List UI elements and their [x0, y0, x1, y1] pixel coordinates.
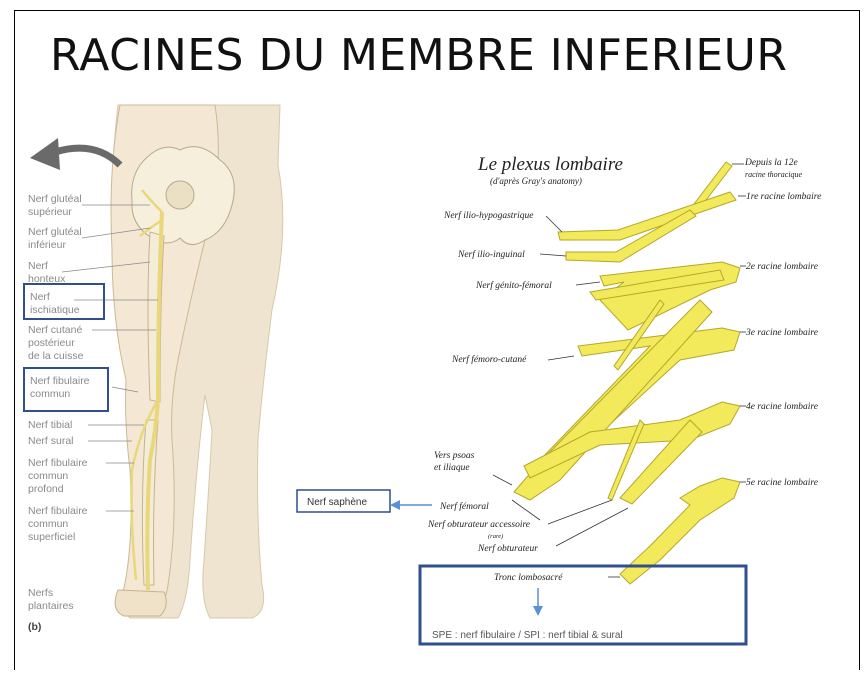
rotation-arrowhead-icon	[30, 138, 60, 170]
label-nerf-cutane-2: postérieur	[28, 337, 75, 349]
label-nerf-fibulaire-profond-2: commun	[28, 470, 68, 482]
label-root-l4: 4e racine lombaire	[746, 402, 818, 412]
label-nerf-fibulaire-superficiel-3: superficiel	[28, 531, 75, 543]
saphene-box-label: Nerf saphène	[307, 497, 367, 508]
plexus-subtitle: (d'après Gray's anatomy)	[490, 176, 582, 186]
label-obturateur: Nerf obturateur	[477, 543, 538, 554]
label-nerf-fibulaire-profond: Nerf fibulaire	[28, 457, 88, 469]
label-obturateur-accessoire: Nerf obturateur accessoire	[427, 519, 530, 530]
label-tronc-lombosacre: Tronc lombosacré	[494, 573, 563, 583]
footer-arrowhead-icon	[533, 606, 543, 616]
label-nerf-ischiatique-2: ischiatique	[30, 304, 80, 316]
panel-label: (b)	[28, 621, 41, 633]
label-nerf-fibulaire-superficiel-2: commun	[28, 518, 68, 530]
leg-illustration: Nerf glutéal supérieur Nerf glutéal infé…	[24, 105, 283, 633]
label-vers-psoas: Vers psoas	[434, 451, 475, 461]
label-femoral: Nerf fémoral	[439, 501, 489, 512]
label-nerf-fibulaire-superficiel: Nerf fibulaire	[28, 505, 88, 517]
label-nerf-gluteal-superieur: Nerf glutéal	[28, 193, 82, 205]
label-nerf-fibulaire-commun-2: commun	[30, 388, 70, 400]
label-ilio-inguinal: Nerf ilio-inguinal	[457, 249, 525, 260]
label-nerf-cutane: Nerf cutané	[28, 324, 82, 336]
label-root-l3: 3e racine lombaire	[745, 328, 818, 338]
label-nerf-fibulaire-profond-3: profond	[28, 483, 64, 495]
label-nerf-sural: Nerf sural	[28, 435, 74, 447]
label-obturateur-accessoire-note: (rare)	[488, 533, 503, 540]
label-femoro-cutane: Nerf fémoro-cutané	[451, 354, 527, 365]
label-nerf-ischiatique: Nerf	[30, 291, 50, 303]
saphene-arrowhead-icon	[390, 500, 400, 510]
label-root-l5: 5e racine lombaire	[746, 478, 818, 488]
sacrum	[166, 181, 194, 209]
label-nerf-honteux: Nerf	[28, 260, 48, 272]
label-root-t12-2: racine thoracique	[745, 170, 803, 179]
label-root-l2: 2e racine lombaire	[746, 262, 818, 272]
label-nerf-gluteal-inferieur: Nerf glutéal	[28, 226, 82, 238]
label-ilio-hypogastrique: Nerf ilio-hypogastrique	[443, 210, 533, 221]
label-root-t12: Depuis la 12e	[744, 158, 798, 168]
label-nerf-gluteal-superieur-2: supérieur	[28, 206, 72, 218]
label-genito-femoral: Nerf génito-fémoral	[475, 280, 552, 291]
label-nerf-tibial: Nerf tibial	[28, 419, 72, 431]
plexus-nerves	[514, 162, 740, 584]
plexus-title: Le plexus lombaire	[477, 154, 623, 175]
label-nerf-gluteal-inferieur-2: inférieur	[28, 239, 66, 251]
label-nerf-cutane-3: de la cuisse	[28, 350, 84, 362]
label-nerf-fibulaire-commun: Nerf fibulaire	[30, 375, 90, 387]
foot	[115, 590, 166, 616]
plexus-diagram: Le plexus lombaire (d'après Gray's anato…	[297, 154, 821, 644]
label-nerfs-plantaires-2: plantaires	[28, 600, 74, 612]
rotation-arrow-icon	[55, 148, 120, 165]
label-vers-psoas-2: et iliaque	[434, 463, 470, 473]
footer-box-label: SPE : nerf fibulaire / SPI : nerf tibial…	[432, 630, 623, 641]
label-nerfs-plantaires: Nerfs	[28, 587, 53, 599]
label-root-l1: 1re racine lombaire	[746, 192, 821, 202]
